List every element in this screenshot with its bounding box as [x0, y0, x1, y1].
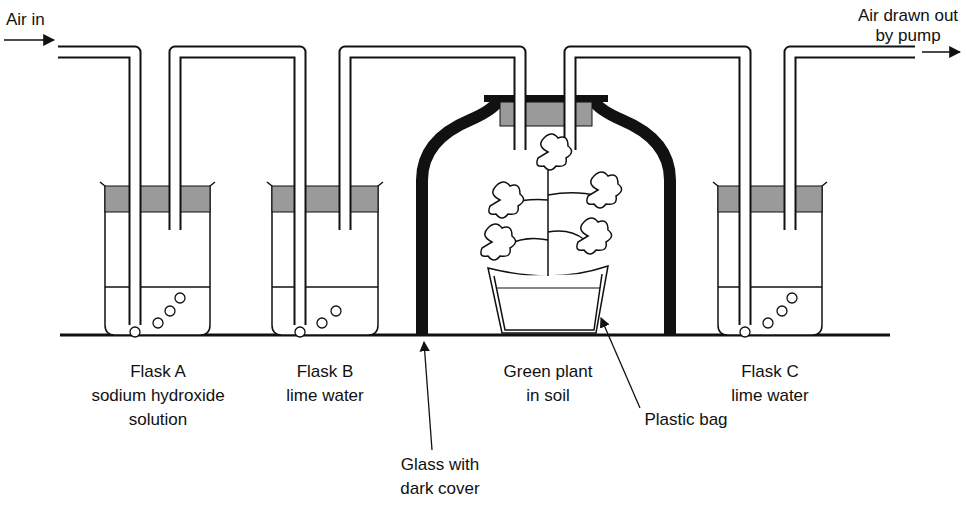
apparatus-label: Flask B — [297, 362, 354, 382]
apparatus-label: Flask C — [741, 362, 799, 382]
apparatus-label: solution — [129, 410, 188, 430]
apparatus-label: Air in — [6, 10, 45, 30]
apparatus-label: lime water — [731, 386, 808, 406]
apparatus-label: dark cover — [400, 479, 479, 499]
apparatus-label: Green plant — [504, 362, 593, 382]
apparatus-label: in soil — [526, 386, 569, 406]
apparatus-label: lime water — [286, 386, 363, 406]
apparatus-label: Plastic bag — [644, 410, 727, 430]
apparatus-label: sodium hydroxide — [91, 386, 224, 406]
apparatus-label: Air drawn out — [858, 6, 958, 26]
apparatus-label: Flask A — [130, 362, 186, 382]
apparatus-label: by pump — [875, 26, 940, 46]
apparatus-label: Glass with — [401, 455, 479, 475]
